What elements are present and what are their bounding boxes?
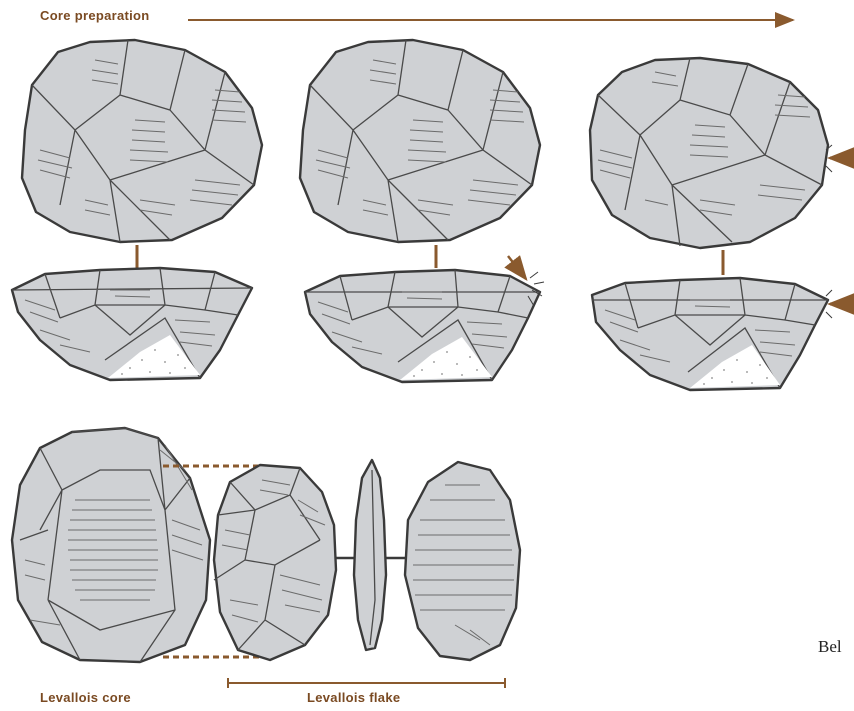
levallois-flake-profile-view (354, 460, 386, 650)
levallois-flake-ventral-view (405, 462, 520, 660)
levallois-core-drawing (12, 428, 210, 662)
stage-3-core-top-view (590, 58, 854, 248)
levallois-flake-dorsal-view (214, 465, 336, 660)
core-preparation-label: Core preparation (40, 8, 150, 23)
levallois-flake-bracket (228, 678, 505, 688)
levallois-core-label: Levallois core (40, 690, 131, 705)
stage-2-core-top-view (300, 40, 540, 242)
stage-2-core-side-view (305, 256, 544, 382)
stage-1-core-side-view (12, 268, 252, 380)
stage-1-core-top-view (22, 40, 262, 242)
clipped-caption-text: Bel (818, 637, 842, 657)
levallois-flake-label: Levallois flake (307, 690, 400, 705)
stage-3-core-side-view (592, 278, 854, 390)
